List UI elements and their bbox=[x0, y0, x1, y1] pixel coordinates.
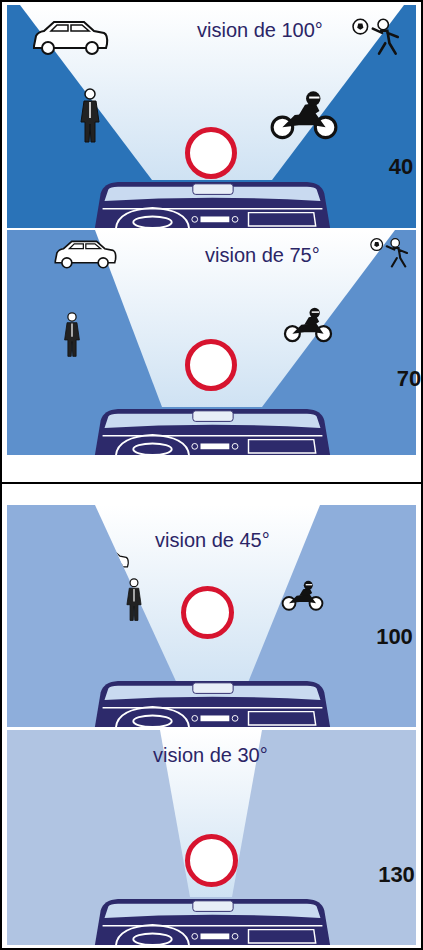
dashboard bbox=[95, 182, 330, 228]
speed-limit-sign: 40 bbox=[185, 127, 237, 179]
motorcycle bbox=[285, 308, 331, 341]
vision-angle: vision de 30° bbox=[153, 744, 268, 766]
child-with-ball bbox=[371, 239, 407, 267]
car bbox=[34, 22, 107, 54]
panel-ground bbox=[7, 730, 416, 945]
motorcycle bbox=[283, 581, 323, 610]
speed-limit: 70 bbox=[397, 368, 421, 390]
vision-angle: vision de 100° bbox=[197, 19, 323, 41]
vision-cone bbox=[95, 230, 395, 407]
speed-limit-sign: 100 bbox=[181, 586, 234, 639]
vision-panel: vision de 45° 100 bbox=[7, 505, 416, 727]
pedestrian bbox=[81, 89, 99, 142]
panel-ground bbox=[7, 230, 416, 455]
vision-panel: vision de 100° 40 bbox=[7, 5, 416, 228]
vision-panel: vision de 30° 130 bbox=[7, 730, 416, 945]
speed-limit-sign: 70 bbox=[185, 339, 237, 391]
vision-angle: vision de 45° bbox=[155, 529, 270, 551]
vision-panel: vision de 75° 70 bbox=[7, 230, 416, 455]
dashboard bbox=[95, 899, 330, 945]
speed-limit: 130 bbox=[378, 864, 415, 886]
car bbox=[55, 241, 115, 267]
vision-cone bbox=[20, 5, 404, 180]
pedestrian bbox=[65, 313, 80, 357]
speed-limit: 100 bbox=[376, 626, 413, 648]
speed-limit: 40 bbox=[389, 156, 413, 178]
motorcycle bbox=[272, 91, 336, 137]
vision-angle: vision de 75° bbox=[205, 244, 320, 266]
car bbox=[83, 551, 129, 571]
child-with-ball bbox=[353, 19, 398, 53]
divider bbox=[1, 482, 422, 484]
speed-limit-sign: 130 bbox=[185, 834, 238, 887]
dashboard bbox=[95, 681, 330, 727]
panel-ground bbox=[7, 505, 416, 727]
pedestrian bbox=[127, 579, 141, 621]
dashboard bbox=[95, 409, 330, 455]
panel-ground bbox=[7, 5, 416, 228]
